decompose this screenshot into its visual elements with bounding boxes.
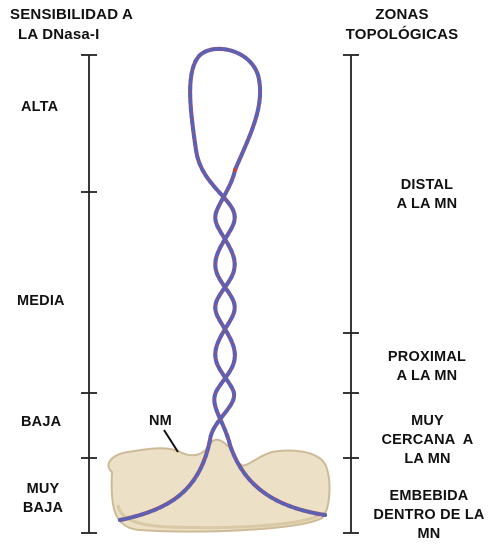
- zone-embebida-line1: EMBEBIDA: [364, 487, 494, 506]
- zone-muy-cercana-line3: LA MN: [370, 450, 485, 469]
- zone-distal: DISTAL A LA MN: [377, 176, 477, 214]
- zone-muy-cercana-line1: MUY: [370, 412, 485, 431]
- zone-embebida-line3: MN: [364, 525, 494, 544]
- sensitivity-media: MEDIA: [17, 292, 65, 311]
- right-zones-axis: [343, 55, 359, 533]
- zone-proximal: PROXIMAL A LA MN: [377, 348, 477, 386]
- zone-embebida: EMBEBIDA DENTRO DE LA MN: [364, 487, 494, 544]
- sensitivity-muy-baja-line1: MUY: [14, 480, 72, 499]
- zone-distal-line1: DISTAL: [377, 176, 477, 195]
- sensitivity-muy-baja: MUY BAJA: [14, 480, 72, 518]
- nuclear-matrix: [109, 440, 330, 532]
- zone-embebida-line2: DENTRO DE LA: [364, 506, 494, 525]
- nm-label: NM: [149, 412, 172, 431]
- sensitivity-muy-baja-line2: BAJA: [14, 499, 72, 518]
- sensitivity-baja: BAJA: [21, 413, 61, 432]
- zone-muy-cercana: MUY CERCANA A LA MN: [370, 412, 485, 469]
- left-sensitivity-axis: [81, 55, 97, 533]
- zone-proximal-line2: A LA MN: [377, 367, 477, 386]
- zone-distal-line2: A LA MN: [377, 195, 477, 214]
- zone-proximal-line1: PROXIMAL: [377, 348, 477, 367]
- zone-muy-cercana-line2: CERCANA A: [370, 431, 485, 450]
- sensitivity-alta: ALTA: [21, 98, 58, 117]
